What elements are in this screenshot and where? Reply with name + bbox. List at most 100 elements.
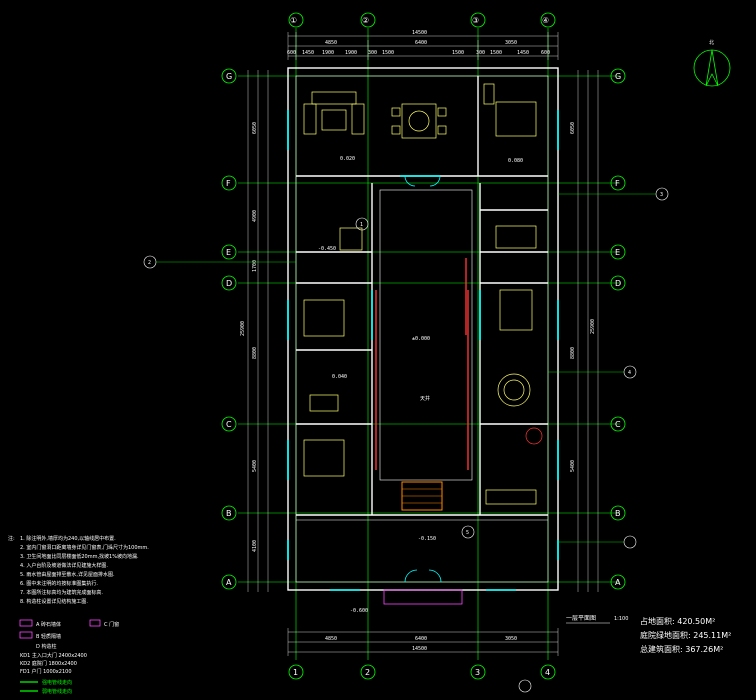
axis-label-D-right: D	[615, 279, 621, 288]
courtyard-label: 天井	[420, 395, 430, 402]
dim-top-detail-2: 1450	[302, 50, 314, 56]
legend-item-2: B 轻质隔墙	[36, 633, 61, 640]
dim-top-detail-7: 1500	[452, 50, 464, 56]
level-tag-3: 0.020	[340, 156, 355, 162]
level-tag-7: 0.040	[332, 374, 347, 380]
note-line-2: 2. 室内门窗洞口距离墙身详见门窗表,门垛尺寸为100mm.	[20, 544, 149, 551]
furniture	[303, 83, 543, 505]
legend-green-2: 弱电管线走向	[42, 688, 72, 695]
windows	[287, 110, 559, 591]
legend-green-1: 强电管线走向	[42, 679, 72, 686]
dimension-lines-right	[577, 70, 599, 592]
dim-top-detail-1: 600	[287, 50, 296, 56]
notes-heading: 注:	[8, 535, 15, 542]
note-line-4: 4. 入户台阶及坡道做法详见建施大样图.	[20, 562, 108, 569]
axis-bubbles-bottom	[288, 664, 556, 680]
axis-label-1-bottom: 1	[293, 668, 298, 677]
legend-symbols	[19, 619, 101, 639]
level-tag-1: ±0.000	[412, 336, 430, 342]
dim-left-6: 4100	[252, 540, 258, 552]
drawing-scale: 1:100	[614, 616, 628, 622]
dim-top-detail-3: 1900	[322, 50, 334, 56]
axis-label-A-right: A	[615, 578, 621, 587]
dim-left-3: 1700	[252, 260, 258, 272]
dim-left-2: 4900	[252, 210, 258, 222]
north-arrow	[693, 49, 731, 87]
north-label: 北	[709, 39, 714, 46]
dim-left-overall: 25900	[240, 321, 246, 336]
callout-3: 3	[660, 192, 663, 198]
axis-label-C-right: C	[615, 420, 621, 429]
axis-label-2-top: ②	[362, 16, 369, 25]
level-tag-2: -0.150	[418, 536, 436, 542]
axis-bubbles-left	[221, 68, 237, 590]
axis-label-A-left: A	[226, 578, 232, 587]
axis-bubbles-right	[610, 68, 626, 590]
dim-right-overall: 25900	[590, 319, 596, 334]
axis-label-E-right: E	[615, 248, 620, 257]
callout-1: 1	[360, 222, 363, 228]
door-schedule-1: KD1 主入口大门 2400x2400	[20, 652, 87, 659]
axis-label-D-left: D	[226, 279, 232, 288]
note-line-3: 3. 卫生间地面比同层楼面低20mm,找坡1%坡向地漏.	[20, 553, 139, 560]
door-schedule-3: FD1 户门 1000x2100	[20, 668, 72, 675]
legend-item-3: C 门窗	[104, 621, 119, 628]
axis-label-B-left: B	[226, 509, 232, 518]
axis-label-G-right: G	[615, 72, 621, 81]
axis-label-C-left: C	[226, 420, 232, 429]
dim-top-detail-10: 1450	[517, 50, 529, 56]
legend-item-1: A 砖石墙体	[36, 621, 61, 628]
note-line-8: 8. 构造柱设置详见结构施工图.	[20, 598, 88, 605]
axis-label-1-top: ①	[290, 16, 297, 25]
axis-bubbles-top	[288, 12, 556, 28]
dim-right-4: 8800	[570, 347, 576, 359]
door-schedule-2: KD2 庭院门 1800x2400	[20, 660, 77, 667]
axis-label-4-bottom: 4	[545, 668, 550, 677]
dim-bottom-mid-3: 3050	[505, 636, 517, 642]
dim-left-5: 5400	[252, 460, 258, 472]
dim-bottom-mid-2: 6400	[415, 636, 427, 642]
dimension-lines-left	[247, 70, 269, 592]
dimension-lines-top	[287, 32, 559, 60]
axis-label-G-left: G	[226, 72, 232, 81]
axis-label-F-right: F	[615, 179, 620, 188]
axis-label-2-bottom: 2	[365, 668, 370, 677]
callout-2: 2	[148, 260, 151, 266]
area-site: 占地面积: 420.50M²	[640, 616, 715, 626]
axis-label-3-bottom: 3	[475, 668, 480, 677]
dim-left-4: 8800	[252, 347, 258, 359]
axis-label-B-right: B	[615, 509, 621, 518]
columns-corridor	[375, 258, 469, 470]
callout-5: 5	[466, 530, 469, 536]
level-tag-6: 0.080	[508, 158, 523, 164]
dim-top-mid-1: 4850	[325, 40, 337, 46]
dim-right-1: 6050	[570, 122, 576, 134]
dim-bottom-mid-1: 4850	[325, 636, 337, 642]
note-line-6: 6. 图中未注明的均按标准图集执行.	[20, 580, 98, 587]
dim-top-detail-8: 300	[476, 50, 485, 56]
dim-right-5: 5400	[570, 460, 576, 472]
note-line-7: 7. 本图所注标高均为建筑完成面标高.	[20, 589, 103, 596]
level-tag-4: -0.450	[318, 246, 336, 252]
dim-top-mid-3: 3050	[505, 40, 517, 46]
note-line-1: 1. 除注明外,墙厚均为240,以轴线居中布置.	[20, 535, 116, 542]
building-walls	[287, 67, 559, 591]
dim-top-detail-4: 1900	[345, 50, 357, 56]
dim-top-mid-2: 6400	[415, 40, 427, 46]
level-tag-5: -0.600	[350, 608, 368, 614]
front-gate-doors	[404, 175, 442, 583]
callout-leaders	[156, 193, 656, 543]
callout-4: 4	[628, 370, 631, 376]
dim-left-1: 6050	[252, 122, 258, 134]
axis-label-3-top: ③	[472, 16, 479, 25]
axis-label-F-left: F	[226, 179, 231, 188]
central-courtyard	[379, 189, 473, 481]
dim-bottom-overall: 14500	[412, 646, 427, 652]
note-line-5: 5. 雨水管由屋面排至散水,详见屋面排水图.	[20, 571, 115, 578]
legend-green-lines	[20, 681, 38, 692]
drawing-title: 一层平面图	[566, 615, 596, 622]
entrance-steps-treads	[402, 488, 442, 504]
area-courtyard: 庭院绿地面积: 245.11M²	[640, 630, 731, 640]
dimension-lines-bottom	[287, 628, 559, 656]
